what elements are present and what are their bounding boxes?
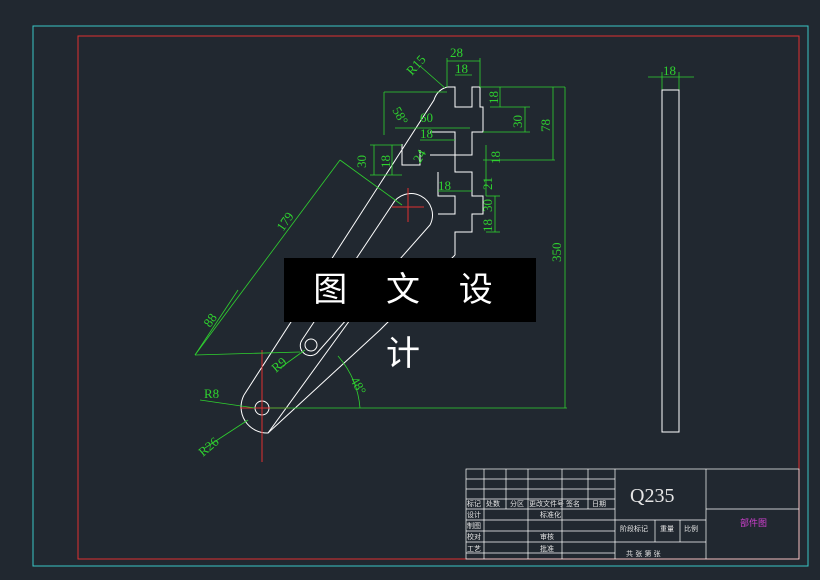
tb-approve: 批准 (540, 544, 554, 553)
material-label: Q235 (630, 485, 674, 507)
dim-w24: 24 (410, 146, 430, 165)
tb-std: 标准化 (540, 510, 561, 519)
dim-h30-a: 30 (510, 115, 525, 128)
dim-h18-c: 18 (488, 151, 503, 164)
inner-frame (77, 35, 800, 560)
dim-h30-b: 30 (354, 155, 369, 168)
dim-l60: 60 (420, 110, 433, 125)
dim-w18-mid: 18 (420, 126, 433, 141)
title-block-grid (465, 468, 800, 560)
dim-r9: R9 (268, 354, 289, 375)
dim-w28: 28 (450, 45, 463, 60)
tb-review: 审核 (540, 532, 554, 541)
dim-w18-top: 18 (455, 61, 468, 76)
tb-zone: 分区 (510, 499, 524, 508)
dim-h21: 21 (480, 177, 495, 190)
tb-stage-mark: 阶段标记 (620, 524, 648, 533)
dim-l88: 88 (200, 310, 220, 329)
tb-check: 校对 (467, 532, 481, 541)
dim-h18-b: 18 (378, 155, 393, 168)
tb-mark: 标记 (467, 499, 481, 508)
center-marks (240, 188, 424, 462)
tb-count: 处数 (486, 499, 500, 508)
side-view-bar (661, 89, 680, 433)
dim-r8: R8 (204, 386, 219, 401)
tb-process: 工艺 (467, 545, 481, 553)
dim-r15: R15 (403, 52, 429, 78)
outer-frame (32, 25, 809, 567)
dim-h78: 78 (538, 119, 553, 132)
dim-h18-d: 18 (480, 219, 495, 232)
dim-h350: 350 (549, 243, 564, 263)
tb-scale: 比例 (684, 524, 698, 533)
tb-weight: 重量 (660, 525, 674, 533)
tb-sign: 签名 (566, 499, 580, 508)
dimension-lines (194, 58, 694, 449)
tb-sheet: 共 张 第 张 (626, 549, 661, 558)
dim-h30-c: 30 (480, 199, 495, 212)
dim-h18-a: 18 (486, 91, 501, 104)
dim-w18-side: 18 (663, 63, 676, 78)
dim-a58: 58° (389, 104, 411, 127)
dim-a48: 48° (347, 374, 369, 397)
watermark-banner: 图 文 设 计 (284, 258, 536, 374)
dim-w18-low: 18 (438, 178, 451, 193)
tb-design: 设计 (467, 510, 481, 519)
tb-doc-no: 更改文件号 (529, 499, 564, 508)
slot-hole (304, 338, 318, 352)
dim-r26: R26 (195, 434, 222, 460)
tb-date: 日期 (592, 500, 606, 508)
dim-l179: 179 (273, 209, 296, 234)
part-name: 部件图 (740, 517, 767, 529)
tb-draw: 制图 (467, 521, 481, 530)
